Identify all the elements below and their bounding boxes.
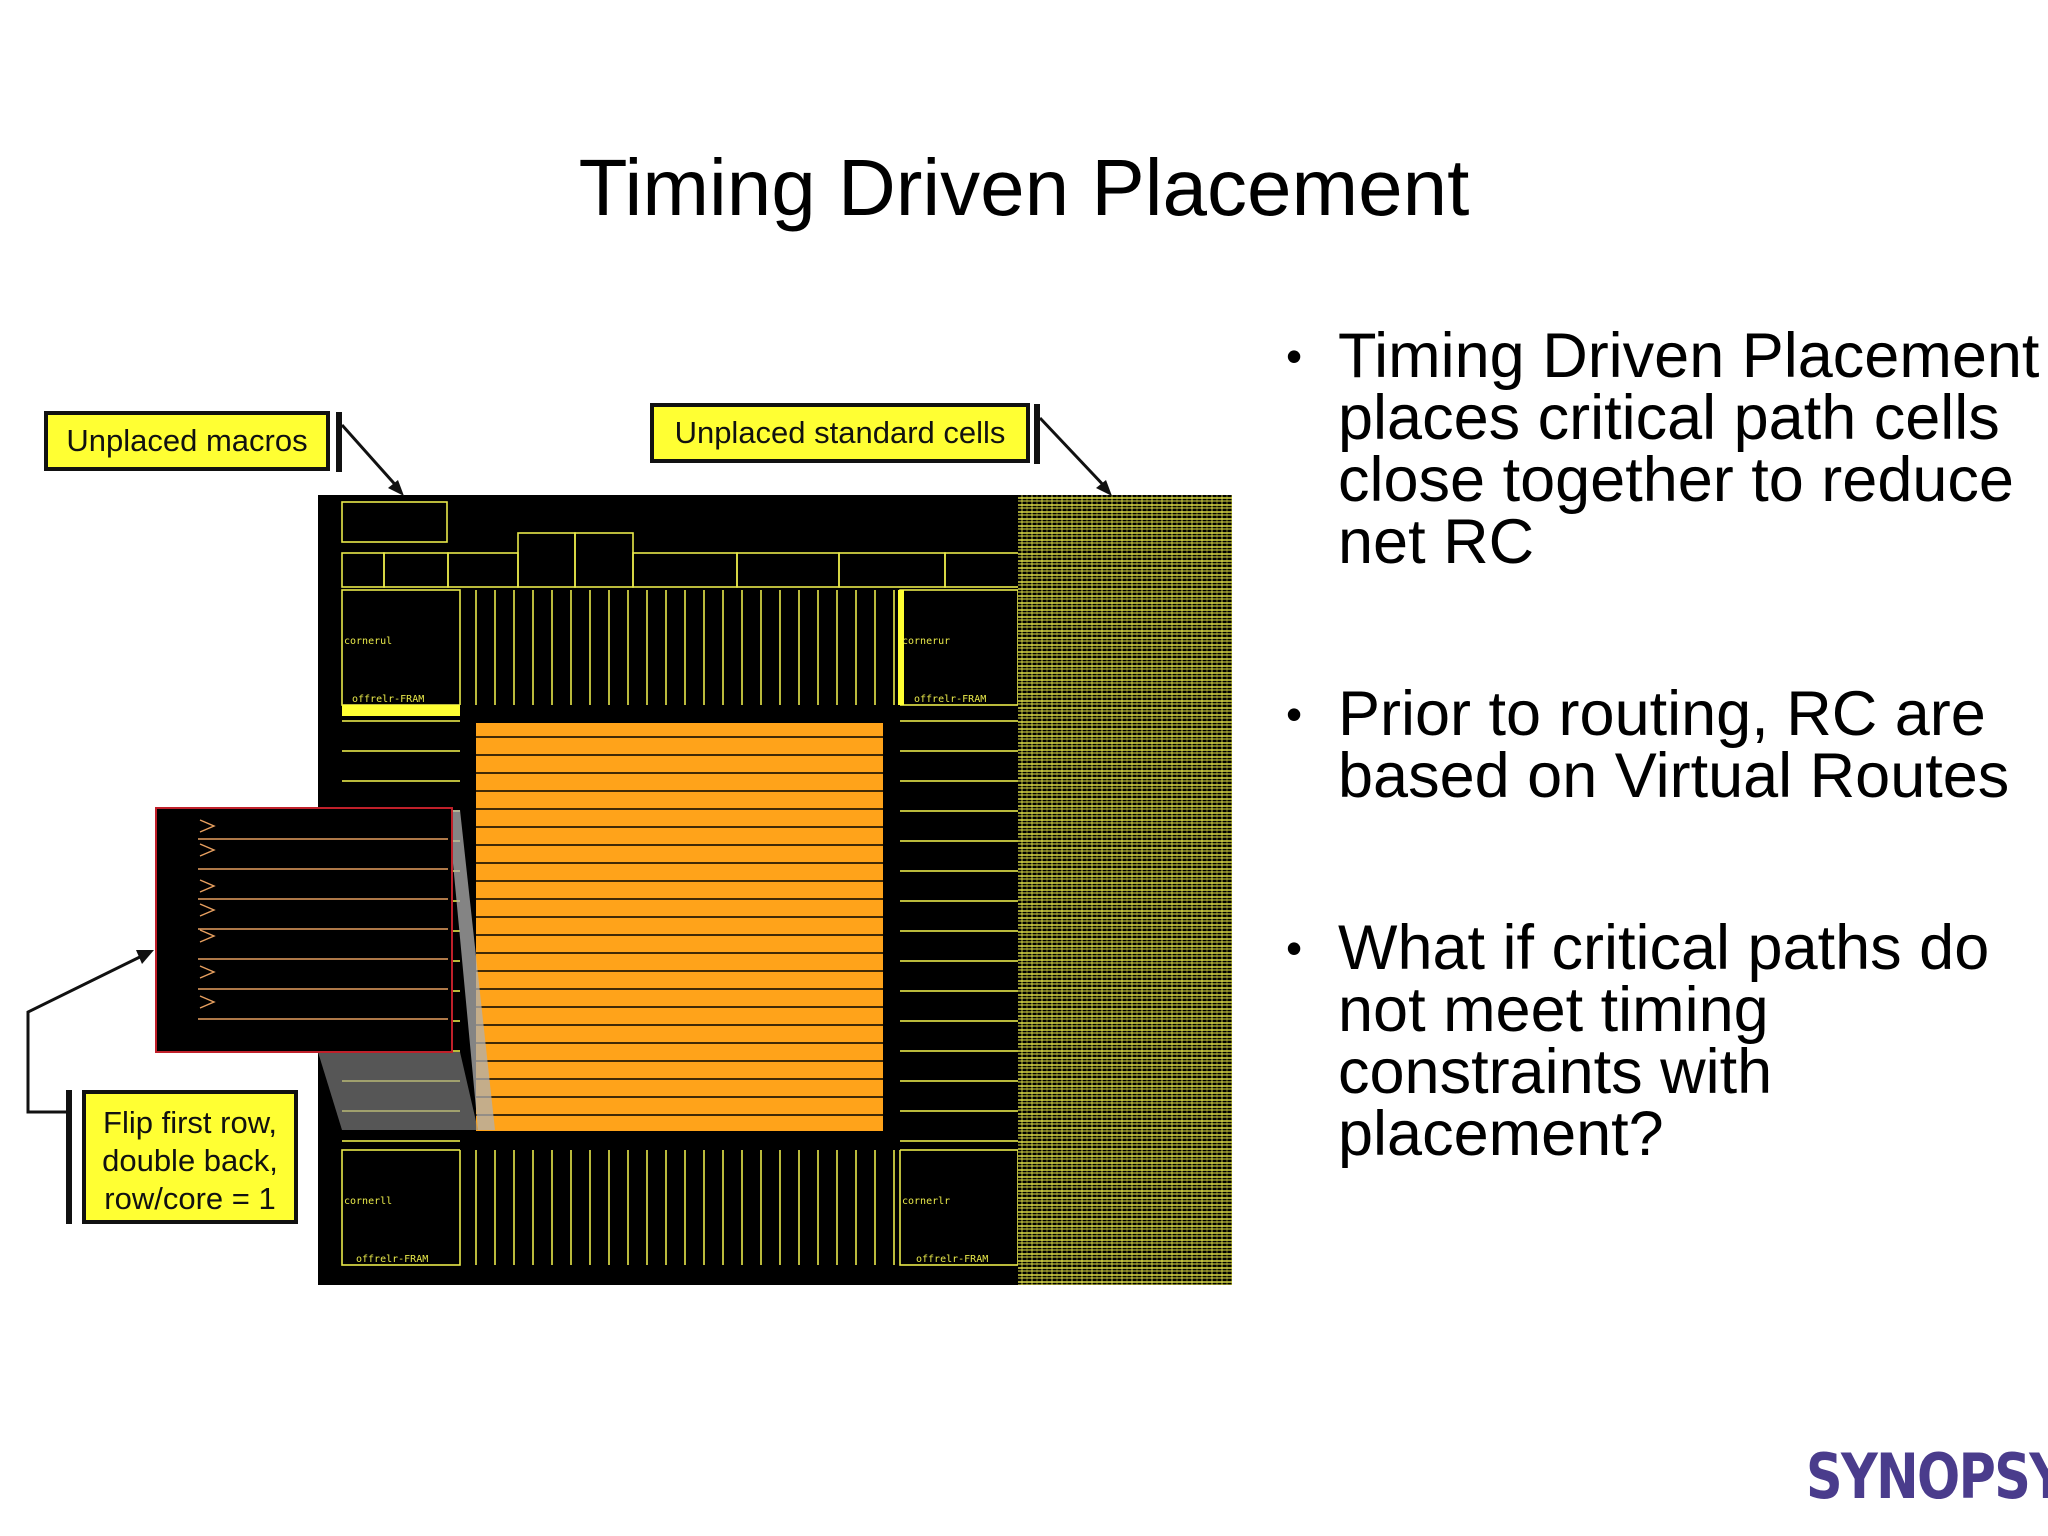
corner-label-ul: cornerul (344, 636, 392, 647)
filler-label-lr: offrelr-FRAM (916, 1254, 988, 1265)
bullet-text: Timing Driven Placement places critical … (1338, 321, 2040, 577)
io-pads-bottom (460, 1150, 898, 1265)
callout-unplaced-standard-cells: Unplaced standard cells (650, 403, 1030, 463)
filler-label-ll: offrelr-FRAM (356, 1254, 428, 1265)
corner-label-lr: cornerlr (902, 1196, 950, 1207)
logo-text: SYNOPSYS (1806, 1440, 2048, 1513)
callout-flip-first-row: Flip first row, double back, row/core = … (82, 1090, 298, 1224)
corner-label-ll: cornerll (344, 1196, 392, 1207)
floorplan-diagram: cornerul cornerur cornerll cornerlr offr… (26, 416, 1232, 1285)
zoom-projection (448, 810, 495, 1130)
callout-line: double back, (102, 1143, 278, 1178)
core-rows (476, 723, 883, 1131)
filler-highlight-right (898, 590, 904, 705)
filler-label-ul: offrelr-FRAM (352, 694, 424, 705)
callout-bracket (1034, 404, 1040, 464)
bullet-dot-icon: • (1286, 688, 1303, 740)
synopsys-logo: SYNOPSYS® (1806, 1440, 2048, 1513)
slide-title: Timing Driven Placement (578, 143, 1470, 232)
callout-line: Flip first row, (103, 1105, 277, 1140)
callout-bracket (336, 412, 342, 472)
callout-line: row/core = 1 (104, 1181, 276, 1216)
bullet-item: •Timing Driven Placement places critical… (1282, 325, 2042, 574)
filler-label-ur: offrelr-FRAM (914, 694, 986, 705)
unplaced-standard-cells (1018, 495, 1232, 1285)
bullet-text: What if critical paths do not meet timin… (1338, 913, 1990, 1169)
bullet-dot-icon: • (1286, 330, 1303, 382)
callout-unplaced-macros: Unplaced macros (44, 411, 330, 471)
bullet-text: Prior to routing, RC are based on Virtua… (1338, 679, 2010, 811)
bullet-item: •What if critical paths do not meet timi… (1282, 917, 2042, 1166)
io-pads-right (900, 705, 1018, 1150)
unplaced-macro-blocks (341, 501, 1022, 588)
bullet-list: •Timing Driven Placement places critical… (1282, 325, 2042, 1275)
row-flip-markers (199, 819, 216, 1009)
callout-bracket (66, 1090, 72, 1224)
bullet-dot-icon: • (1286, 922, 1303, 974)
corner-label-ur: cornerur (902, 636, 950, 647)
io-pads-top (460, 590, 898, 705)
placement-figure: cornerul cornerur cornerll cornerlr offr… (26, 403, 1232, 1285)
bullet-item: •Prior to routing, RC are based on Virtu… (1282, 683, 2042, 808)
filler-highlight-left (342, 705, 460, 716)
